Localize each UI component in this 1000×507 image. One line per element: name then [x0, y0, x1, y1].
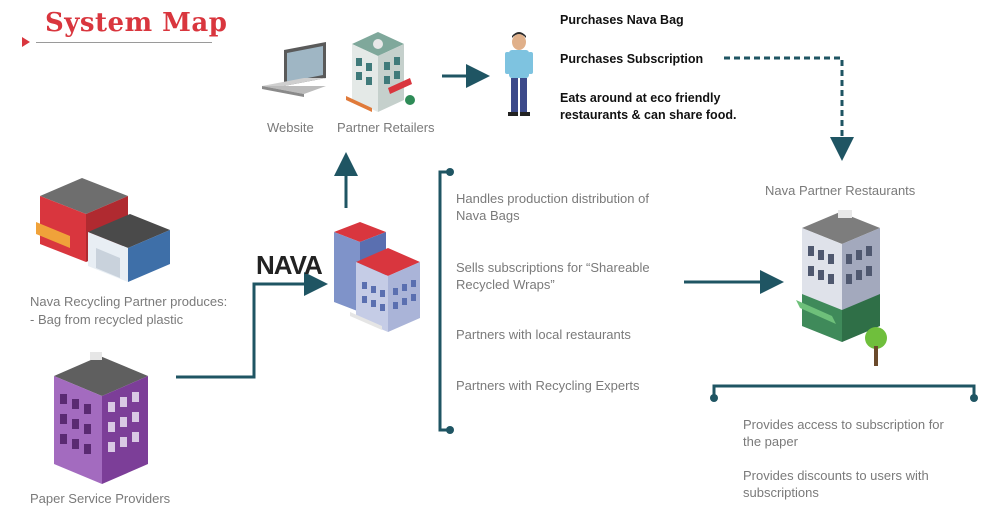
recycling-partner-label: Nava Recycling Partner produces:	[30, 294, 228, 309]
nava-role-production: Handles production distribution of Nava …	[456, 191, 649, 223]
nava-partner-restaurants-label: Nava Partner Restaurants	[765, 183, 916, 198]
nava-hq-building-icon	[334, 222, 420, 332]
customer-action-purchase-subscription: Purchases Subscription	[560, 52, 704, 66]
recycling-partner-building-icon	[36, 178, 170, 282]
restaurant-role-access: Provides access to subscription for the …	[743, 417, 944, 449]
customer-action-purchase-bag: Purchases Nava Bag	[560, 13, 684, 27]
retailer-building-icon	[346, 32, 415, 112]
customer-person-icon	[505, 32, 533, 116]
title-underline	[36, 42, 212, 43]
nava-role-recycling: Partners with Recycling Experts	[456, 378, 640, 393]
title-marker-icon	[22, 37, 30, 47]
nava-role-restaurants: Partners with local restaurants	[456, 327, 631, 342]
restaurant-role-discounts: Provides discounts to users with subscri…	[743, 468, 929, 500]
connector-dots	[446, 168, 978, 434]
customer-action-eats-line2: restaurants & can share food.	[560, 108, 737, 122]
laptop-icon	[262, 42, 326, 97]
partner-retailers-label: Partner Retailers	[337, 120, 435, 135]
nava-role-subscriptions: Sells subscriptions for “Shareable Recyc…	[456, 260, 650, 292]
paper-service-label: Paper Service Providers	[30, 491, 171, 506]
recycling-partner-sub-label: - Bag from recycled plastic	[30, 312, 184, 327]
nava-logo: NAVA	[256, 250, 323, 280]
restaurant-building-icon	[796, 210, 887, 366]
customer-action-eats-line1: Eats around at eco friendly	[560, 91, 721, 105]
page-title: System Map	[45, 8, 228, 38]
website-label: Website	[267, 120, 314, 135]
connector-lines	[176, 56, 976, 432]
paper-service-building-icon	[54, 352, 148, 484]
